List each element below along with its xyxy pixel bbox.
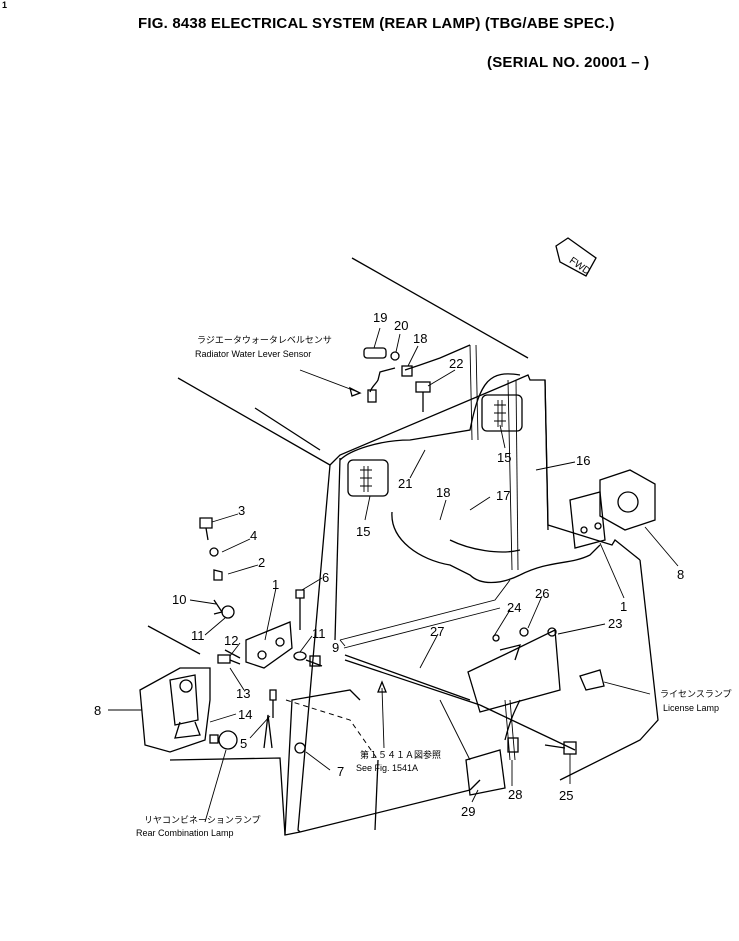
callout-15-left: 15 xyxy=(356,524,370,539)
callout-12: 12 xyxy=(224,633,238,648)
rear-comb-label-jp: リヤコンビネーションランプ xyxy=(144,815,261,825)
callout-15-right: 15 xyxy=(497,450,511,465)
seefig-label-jp: 第１５４１Ａ図参照 xyxy=(360,749,441,760)
callout-14: 14 xyxy=(238,707,252,722)
callout-22: 22 xyxy=(449,356,463,371)
callout-29: 29 xyxy=(461,804,475,819)
license-label-jp: ライセンスランプ xyxy=(660,689,732,699)
callout-13: 13 xyxy=(236,686,250,701)
fwd-arrow-icon: FWD xyxy=(555,237,597,277)
bolt-22-icon xyxy=(415,381,431,412)
callout-6: 6 xyxy=(322,570,329,585)
license-label-en: License Lamp xyxy=(663,703,719,713)
callout-17: 17 xyxy=(496,488,510,503)
radiator-label-en: Radiator Water Lever Sensor xyxy=(195,349,311,359)
callout-27: 27 xyxy=(430,624,444,639)
callout-21: 21 xyxy=(398,476,412,491)
callout-3: 3 xyxy=(238,503,245,518)
callout-7: 7 xyxy=(337,764,344,779)
license-lamp-assembly-icon xyxy=(569,469,656,549)
callout-2: 2 xyxy=(258,555,265,570)
callout-1-left: 1 xyxy=(272,577,279,592)
callout-11-left: 11 xyxy=(191,628,205,643)
callout-23: 23 xyxy=(608,616,622,631)
license-bracket-icon xyxy=(467,627,605,713)
rear-combination-lamp-icon xyxy=(139,667,238,753)
callout-18-top: 18 xyxy=(413,331,427,346)
part-labels: ラジエータウォータレベルセンサ Radiator Water Lever Sen… xyxy=(136,335,732,838)
callout-5: 5 xyxy=(240,736,247,751)
figure-title: FIG. 8438 ELECTRICAL SYSTEM (REAR LAMP) … xyxy=(138,15,615,32)
wiring-harness xyxy=(339,344,601,761)
callout-16: 16 xyxy=(576,453,590,468)
callout-10: 10 xyxy=(172,592,186,607)
harness-29-icon xyxy=(465,699,521,796)
machine-body-outline xyxy=(147,257,659,836)
callout-1-right: 1 xyxy=(620,599,627,614)
serial-range: (SERIAL NO. 20001 – ) xyxy=(487,54,650,71)
callout-numbers: 19 20 18 22 15 16 21 18 17 15 8 1 3 4 2 … xyxy=(94,310,684,819)
fwd-label: FWD xyxy=(567,255,592,277)
callout-4: 4 xyxy=(250,528,257,543)
callout-8-left: 8 xyxy=(94,703,101,718)
corner-mark: 1 xyxy=(2,0,8,10)
callout-19: 19 xyxy=(373,310,387,325)
callout-20: 20 xyxy=(394,318,408,333)
rear-comb-label-en: Rear Combination Lamp xyxy=(136,828,234,838)
seefig-label-en: See Fig. 1541A xyxy=(356,763,418,773)
rear-work-lamp-left-icon xyxy=(347,459,389,497)
callout-11-right: 11 xyxy=(312,626,326,641)
callout-18-mid: 18 xyxy=(436,485,450,500)
callout-28: 28 xyxy=(508,787,522,802)
callout-25: 25 xyxy=(559,788,573,803)
callout-24: 24 xyxy=(507,600,521,615)
callout-8-right: 8 xyxy=(677,567,684,582)
callout-26: 26 xyxy=(535,586,549,601)
leader-lines xyxy=(108,327,679,823)
radiator-level-sensor-icon xyxy=(299,344,471,403)
radiator-label-jp: ラジエータウォータレベルセンサ xyxy=(197,335,332,345)
bracket-left-icon xyxy=(199,517,323,754)
rear-work-lamp-right-icon xyxy=(481,394,523,432)
callout-9: 9 xyxy=(332,640,339,655)
